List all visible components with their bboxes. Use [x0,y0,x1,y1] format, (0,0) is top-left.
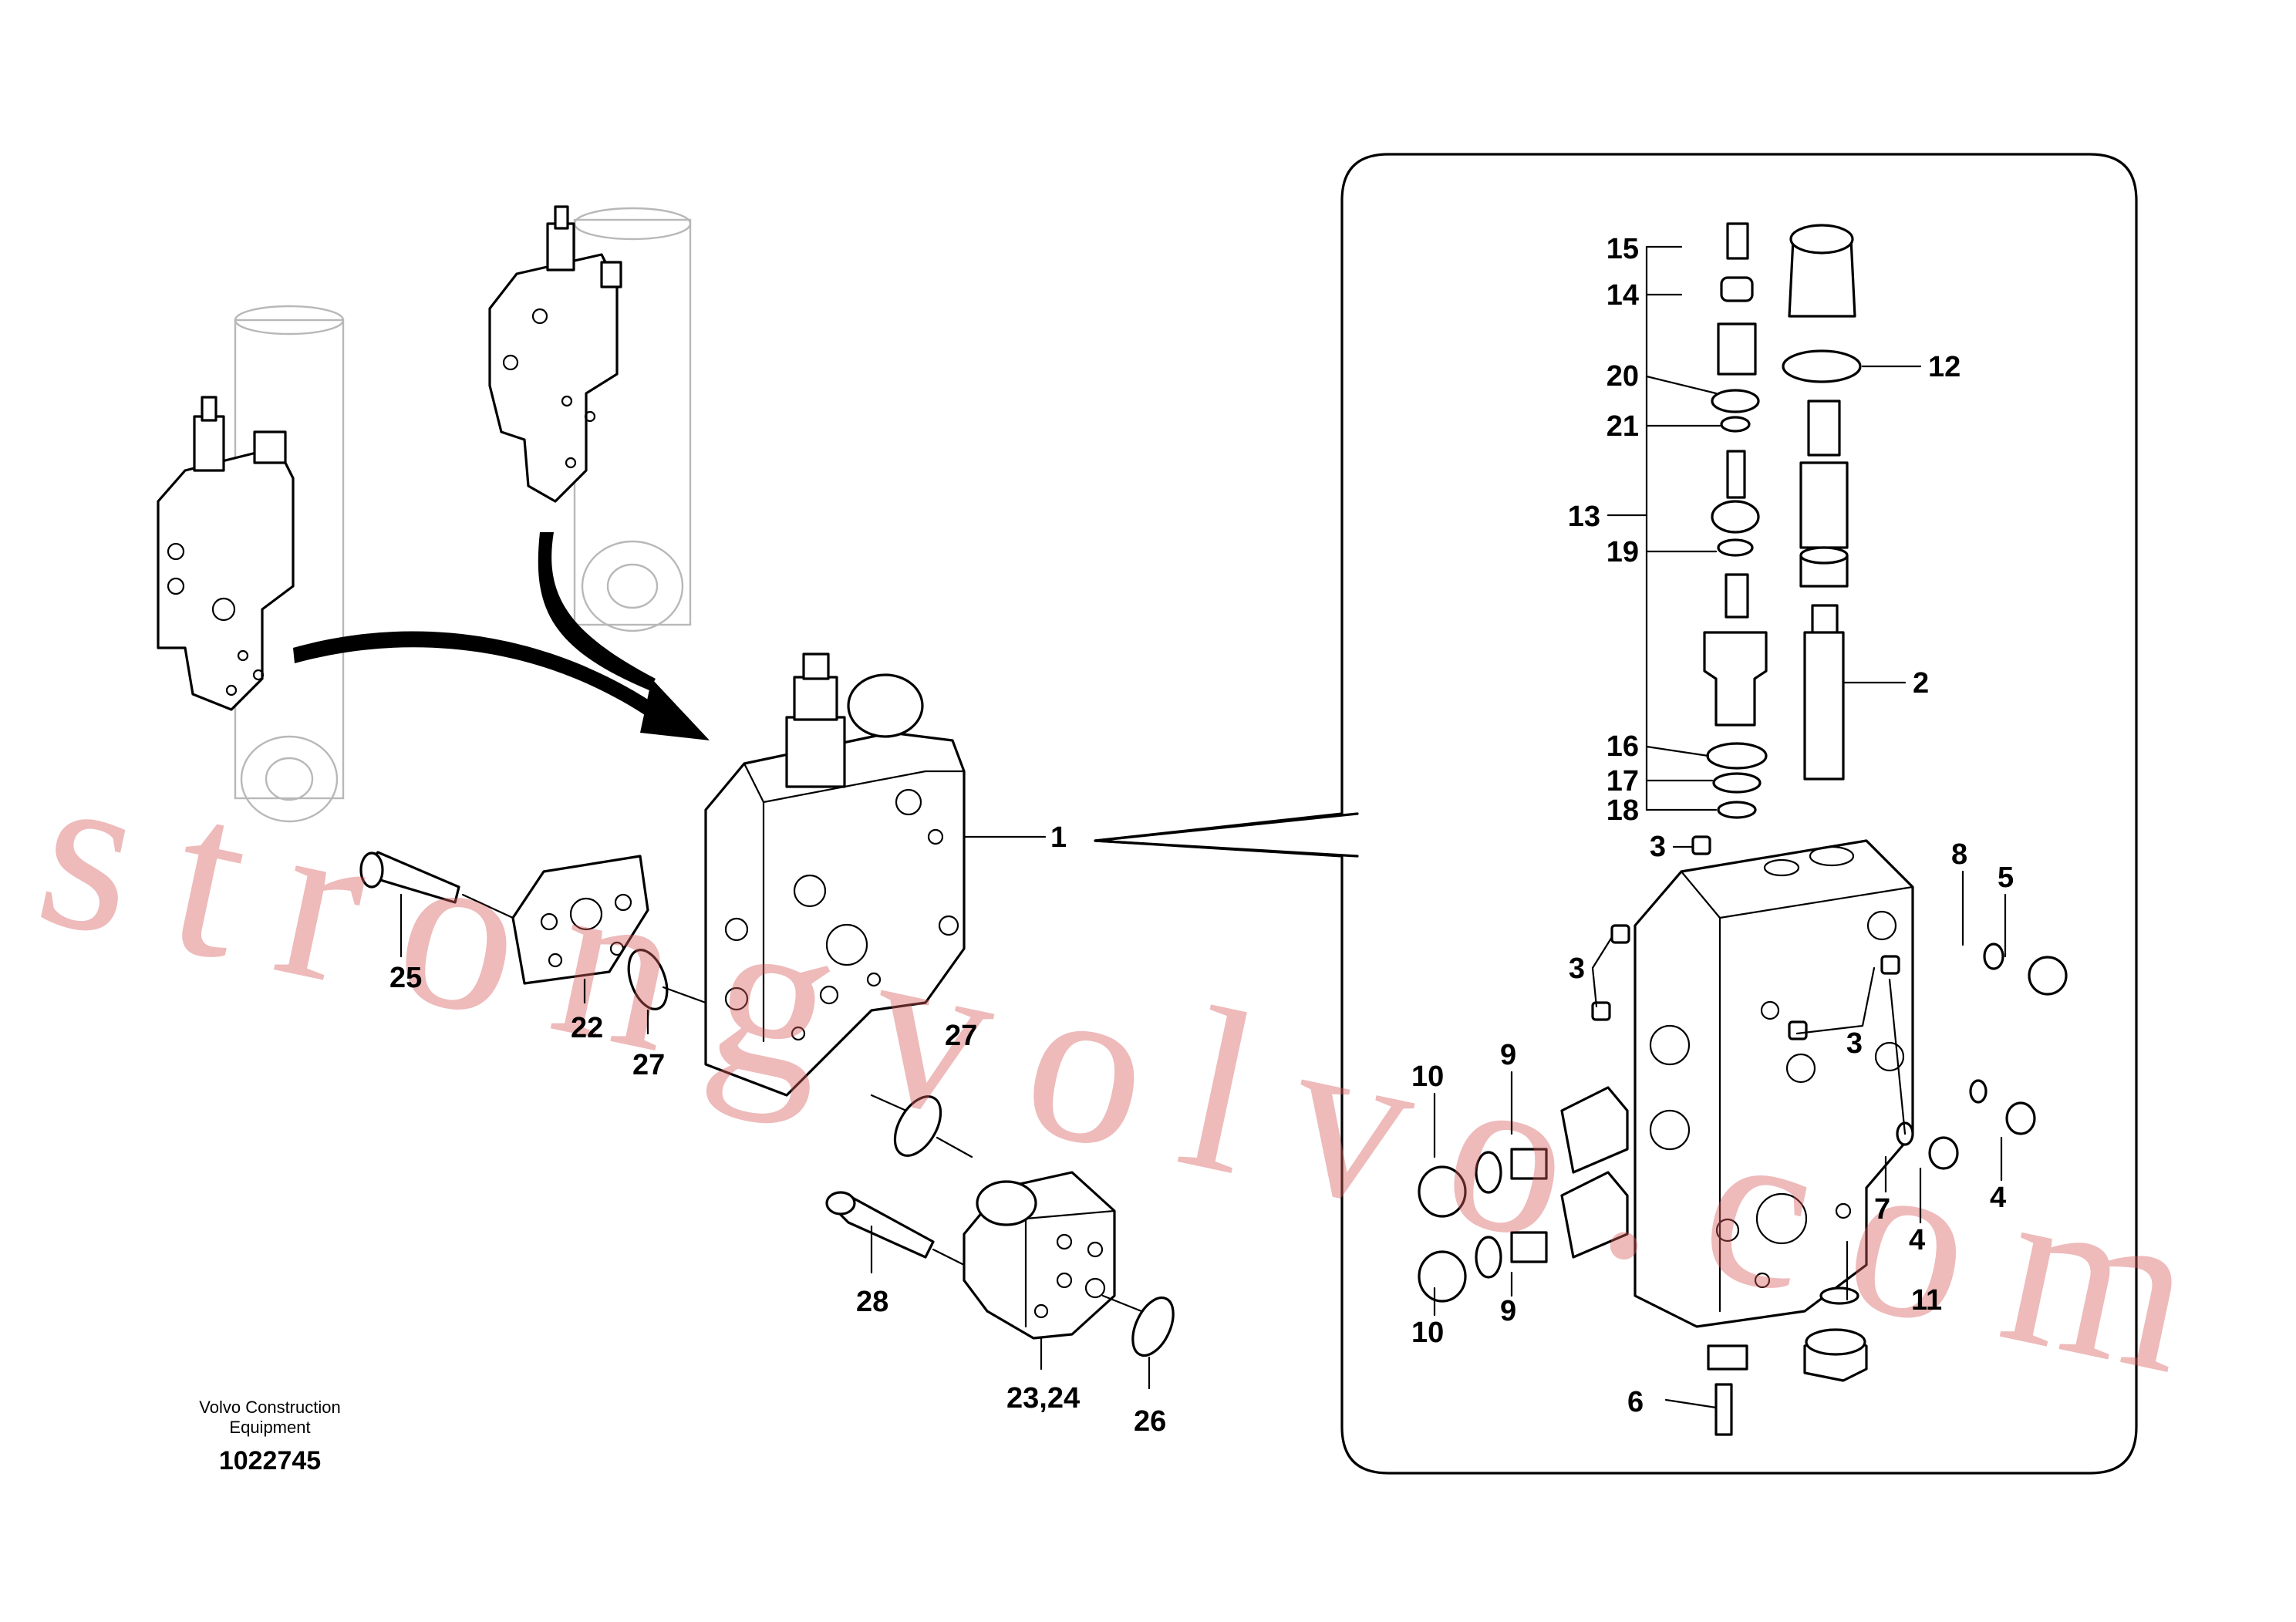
footer-block: Volvo Construction Equipment 1022745 [199,1398,340,1475]
flow-arrows [293,532,710,740]
footer-line1: Volvo Construction [199,1398,340,1417]
callout-26: 26 [1134,1405,1166,1438]
main-valve-block [704,653,966,1097]
callout-9-bottom: 9 [1500,1295,1516,1327]
detail-box [1094,153,2138,1475]
callout-5: 5 [1998,862,2014,894]
callout-18: 18 [1607,794,1639,827]
callout-4-right: 4 [1990,1182,2006,1214]
callout-27-center: 27 [945,1020,977,1052]
callout-11: 11 [1911,1284,1942,1317]
callout-labels: 1 25 22 27 27 28 23,24 26 15 14 20 21 13… [389,233,2014,1438]
callout-8: 8 [1951,838,1967,871]
callout-16: 16 [1607,730,1639,763]
callout-28: 28 [856,1286,888,1318]
small-valve-right [488,205,622,503]
footer-line2: Equipment [229,1418,310,1437]
callout-3-left: 3 [1569,953,1585,985]
callout-1: 1 [1050,821,1067,854]
callout-21: 21 [1607,410,1639,443]
callout-3-top: 3 [1650,831,1666,863]
callout-22: 22 [571,1012,603,1044]
callout-17: 17 [1607,765,1639,798]
flange-22-group [359,851,707,1010]
callout-23-24: 23,24 [1006,1382,1080,1415]
callout-9-top: 9 [1500,1039,1516,1071]
callout-12: 12 [1928,351,1961,383]
callout-14: 14 [1607,279,1639,312]
callout-20: 20 [1607,360,1639,393]
callout-25: 25 [389,962,422,994]
callout-10-bottom: 10 [1411,1317,1444,1349]
callout-19: 19 [1607,536,1639,568]
callout-10-top: 10 [1411,1061,1444,1093]
callout-13: 13 [1568,501,1600,533]
callout-4-center: 4 [1909,1224,1925,1256]
context-cylinders [234,207,692,823]
flange-2324-group [825,1094,1175,1357]
callout-15: 15 [1607,233,1639,265]
drawing-number: 1022745 [219,1446,321,1475]
callout-3-right: 3 [1846,1027,1863,1060]
small-valve-left [157,396,295,711]
callout-2: 2 [1913,667,1929,700]
callout-27-left: 27 [632,1049,665,1081]
callout-6: 6 [1627,1386,1644,1418]
callout-7: 7 [1874,1193,1890,1226]
